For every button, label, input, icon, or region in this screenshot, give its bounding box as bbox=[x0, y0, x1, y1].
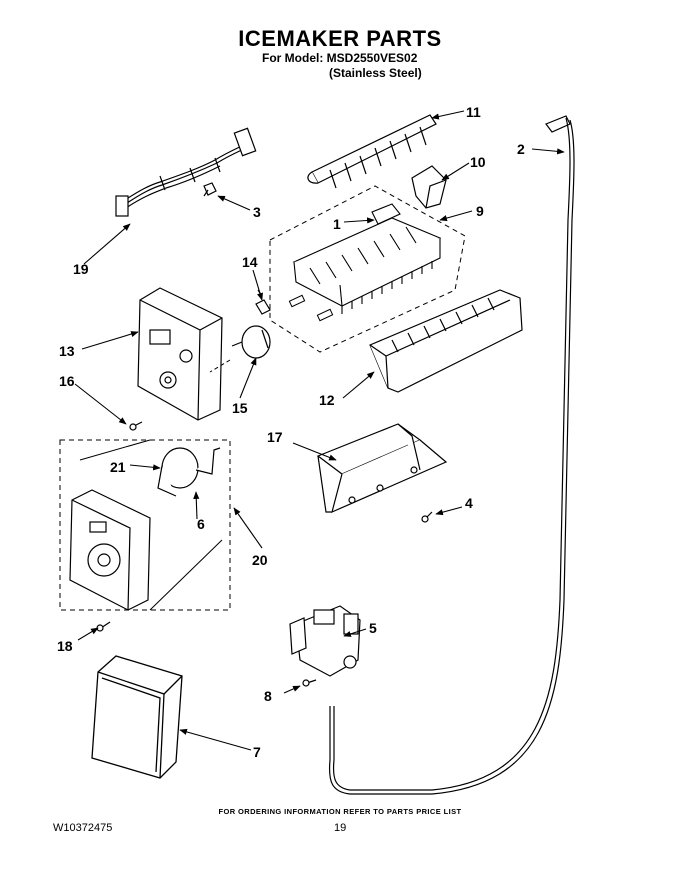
callout-17: 17 bbox=[267, 429, 283, 445]
page-number: 19 bbox=[334, 822, 347, 834]
heater-terminals bbox=[288, 294, 334, 322]
mounting-shield bbox=[316, 423, 448, 514]
thermostat bbox=[255, 289, 271, 315]
motor bbox=[231, 325, 271, 359]
module-cover bbox=[411, 165, 447, 209]
wire-harness bbox=[115, 127, 257, 217]
callout-1: 1 bbox=[333, 216, 341, 232]
callout-10: 10 bbox=[470, 154, 486, 170]
callout-3: 3 bbox=[253, 204, 261, 220]
callout-11: 11 bbox=[466, 104, 481, 120]
callout-18: 18 bbox=[57, 638, 73, 654]
model-line: For Model: MSD2550VES02 bbox=[262, 51, 418, 65]
document-number: W10372475 bbox=[53, 822, 113, 834]
page-title: ICEMAKER PARTS bbox=[238, 26, 442, 51]
ejector-blades bbox=[307, 114, 437, 189]
callout-labels: 1 2 3 4 5 6 7 8 9 10 11 12 13 14 15 16 1… bbox=[57, 104, 525, 760]
callout-2: 2 bbox=[517, 141, 525, 157]
screw-18 bbox=[96, 621, 111, 632]
screw-4 bbox=[421, 511, 433, 523]
callout-20: 20 bbox=[252, 552, 268, 568]
icemaker-mold bbox=[292, 203, 442, 314]
callout-4: 4 bbox=[465, 495, 473, 511]
callout-8: 8 bbox=[264, 688, 272, 704]
callout-14: 14 bbox=[242, 254, 258, 270]
finish-line: (Stainless Steel) bbox=[329, 66, 422, 80]
callout-leaders bbox=[74, 110, 565, 751]
callout-12: 12 bbox=[319, 392, 335, 408]
callout-15: 15 bbox=[232, 400, 248, 416]
ordering-note: FOR ORDERING INFORMATION REFER TO PARTS … bbox=[218, 807, 462, 816]
callout-16: 16 bbox=[59, 373, 75, 389]
callout-6: 6 bbox=[197, 516, 205, 532]
wire-clip bbox=[203, 182, 217, 197]
callout-7: 7 bbox=[253, 744, 261, 760]
water-valve bbox=[289, 605, 361, 677]
screw-8 bbox=[302, 679, 317, 687]
water-tube bbox=[328, 115, 575, 795]
control-motor bbox=[157, 447, 221, 497]
callout-21: 21 bbox=[110, 459, 126, 475]
callout-5: 5 bbox=[369, 620, 377, 636]
icemaker-assembly-outline bbox=[269, 185, 466, 353]
callout-13: 13 bbox=[59, 343, 75, 359]
fill-cup bbox=[369, 289, 523, 393]
callout-19: 19 bbox=[73, 261, 89, 277]
callout-9: 9 bbox=[476, 203, 484, 219]
icemaker-housing bbox=[137, 287, 223, 421]
screw-16 bbox=[129, 421, 143, 431]
ice-guard bbox=[91, 655, 183, 779]
control-plate bbox=[69, 489, 151, 611]
